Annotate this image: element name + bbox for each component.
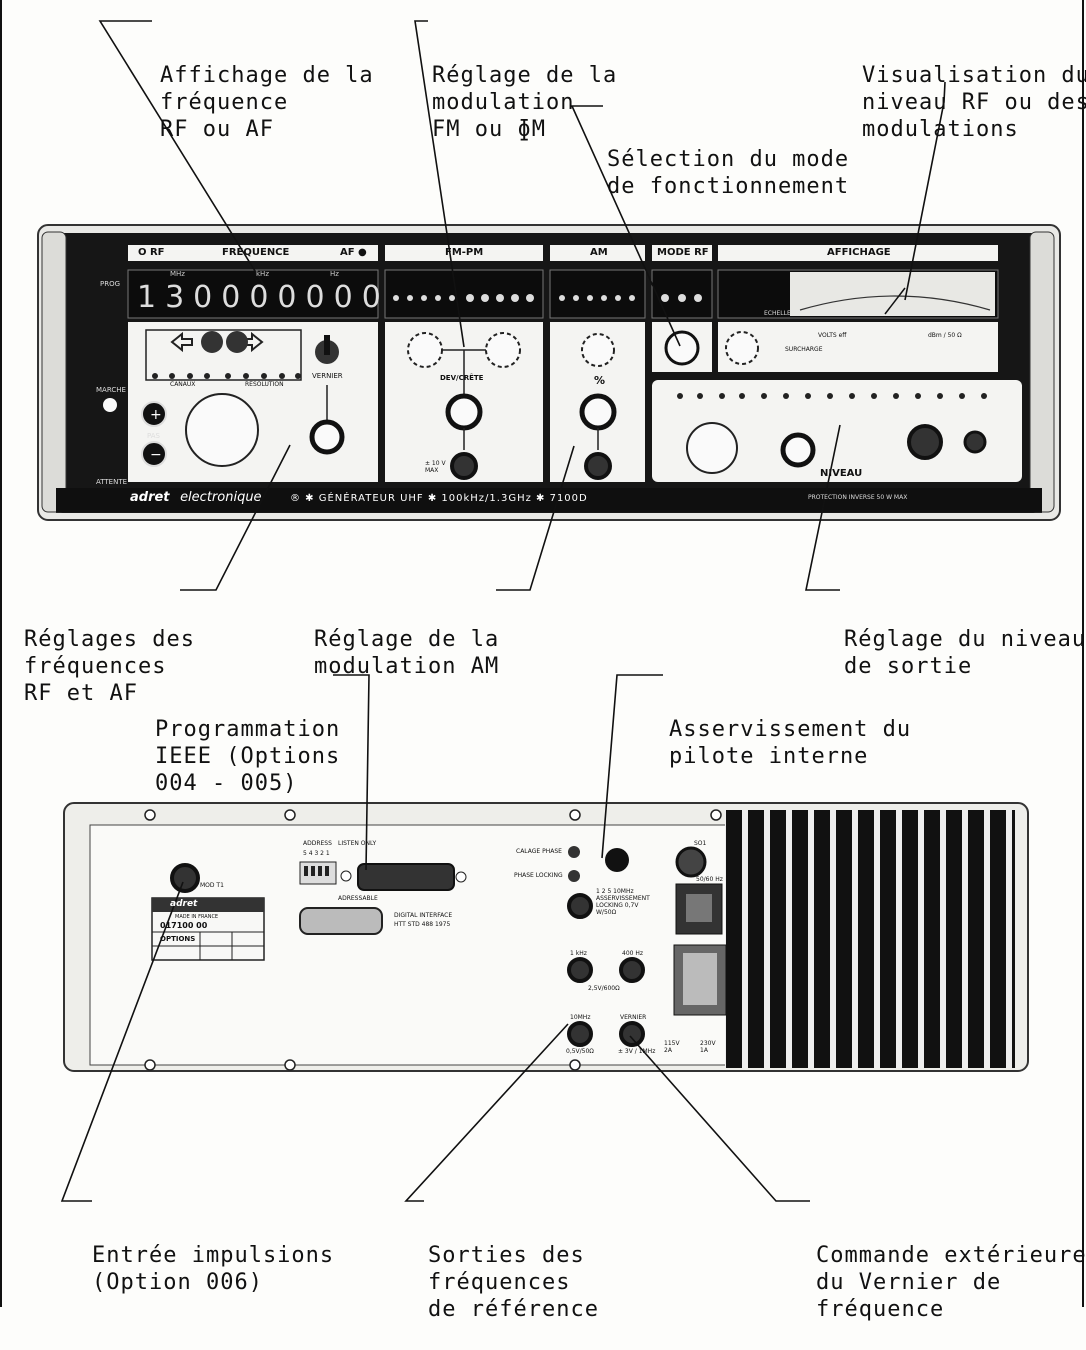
instrument-illustration: 1300000000 + − bbox=[37, 20, 1061, 1202]
page-frame bbox=[0, 0, 1084, 1307]
svg-text:−: − bbox=[150, 447, 162, 463]
frequency-readout: 1300000000 bbox=[137, 280, 418, 315]
rear-panel bbox=[63, 802, 1029, 1072]
front-panel: 1300000000 + − bbox=[37, 224, 1061, 521]
callout-entree-impulsions: Entrée impulsions(Option 006) bbox=[92, 1243, 335, 1295]
svg-text:+: + bbox=[150, 407, 162, 423]
leader-lines bbox=[60, 20, 946, 1202]
